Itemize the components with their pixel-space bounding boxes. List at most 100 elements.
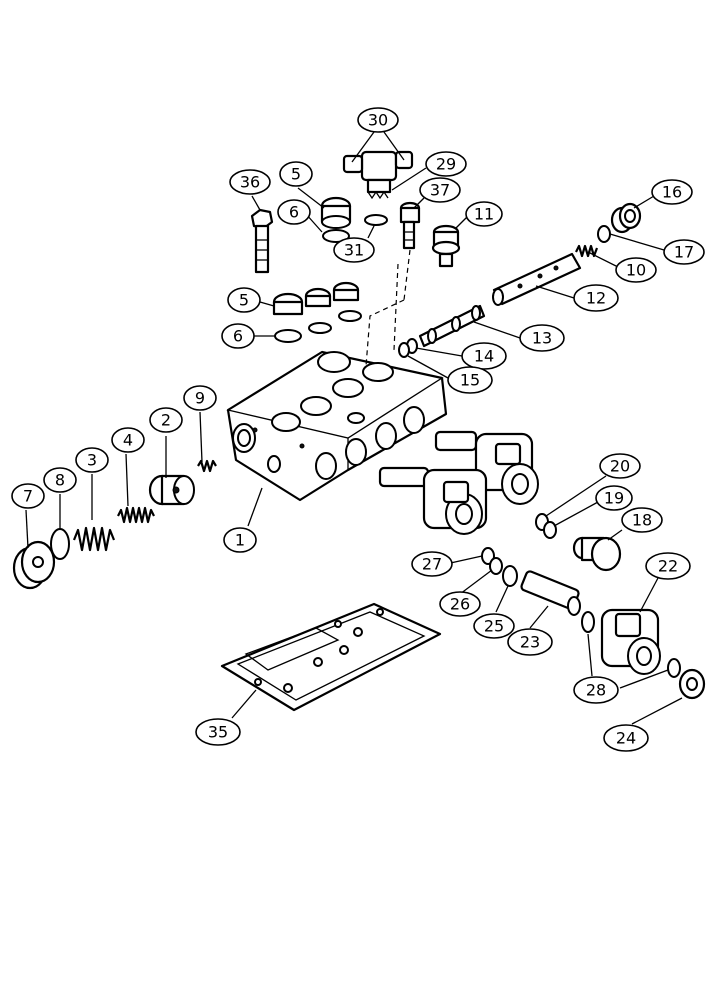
switch-11-part <box>431 224 461 268</box>
alignment-line <box>393 263 399 351</box>
callout-17: 17 <box>663 239 705 265</box>
svg-text:36: 36 <box>240 173 260 192</box>
callout-30: 30 <box>357 107 399 133</box>
callout-18: 18 <box>621 507 663 533</box>
spring-9-part <box>197 459 217 473</box>
sleeve-12-part <box>492 252 582 306</box>
svg-text:17: 17 <box>674 243 694 262</box>
valve-body-part <box>226 350 448 502</box>
bolt-36-part <box>250 208 274 274</box>
svg-text:10: 10 <box>626 261 646 280</box>
sensor-30-part <box>342 150 414 200</box>
svg-text:14: 14 <box>474 347 494 366</box>
callout-6-lower: 6 <box>221 323 255 349</box>
alignment-line <box>365 299 405 367</box>
svg-text:35: 35 <box>208 723 228 742</box>
svg-text:24: 24 <box>616 729 636 748</box>
callout-24: 24 <box>603 724 649 752</box>
svg-text:5: 5 <box>239 291 249 310</box>
callout-9: 9 <box>183 385 217 411</box>
plug-18-part <box>572 536 622 572</box>
o-ring-6-top-part <box>322 229 350 243</box>
callout-35: 35 <box>195 718 241 746</box>
svg-text:23: 23 <box>520 633 540 652</box>
svg-text:25: 25 <box>484 617 504 636</box>
gasket-part <box>220 602 442 712</box>
svg-text:12: 12 <box>586 289 606 308</box>
callout-19: 19 <box>595 485 633 511</box>
callout-5-top: 5 <box>279 161 313 187</box>
svg-text:6: 6 <box>233 327 243 346</box>
callout-1: 1 <box>223 527 257 553</box>
svg-text:13: 13 <box>532 329 552 348</box>
plug-5-top-part <box>320 196 352 229</box>
svg-text:4: 4 <box>123 431 133 450</box>
callout-11: 11 <box>465 201 503 227</box>
bolt-37-part <box>399 201 421 250</box>
callout-23: 23 <box>507 628 553 656</box>
callout-14: 14 <box>461 342 507 370</box>
o-ring-31-part <box>364 214 388 226</box>
plug-16-part <box>610 202 642 234</box>
svg-text:31: 31 <box>344 241 364 260</box>
alignment-line <box>403 249 411 301</box>
callout-12: 12 <box>573 284 619 312</box>
svg-text:6: 6 <box>289 203 299 222</box>
svg-text:18: 18 <box>632 511 652 530</box>
callout-36: 36 <box>229 169 271 195</box>
svg-text:1: 1 <box>235 531 245 550</box>
o-ring-8-part <box>50 528 70 560</box>
callout-4: 4 <box>111 427 145 453</box>
nut-24-part <box>678 668 706 700</box>
callout-31: 31 <box>333 237 375 263</box>
solenoid-upper-part <box>434 430 539 505</box>
svg-text:16: 16 <box>662 183 682 202</box>
solenoid-lower-part <box>378 466 488 535</box>
callout-16: 16 <box>651 179 693 205</box>
spool-13-part <box>418 304 486 348</box>
callout-20: 20 <box>599 453 641 479</box>
callout-8: 8 <box>43 467 77 493</box>
ring-25-part <box>502 565 518 587</box>
svg-text:26: 26 <box>450 595 470 614</box>
svg-text:20: 20 <box>610 457 630 476</box>
svg-text:5: 5 <box>291 165 301 184</box>
coil-22-part <box>600 608 661 675</box>
o-rings-6-lower-part <box>274 310 362 343</box>
callout-26: 26 <box>439 591 481 617</box>
callout-15: 15 <box>447 366 493 394</box>
plugs-5-lower-part <box>272 281 360 316</box>
callout-3: 3 <box>75 447 109 473</box>
svg-text:7: 7 <box>23 487 33 506</box>
ring-15-part <box>398 342 410 358</box>
svg-text:3: 3 <box>87 451 97 470</box>
svg-text:19: 19 <box>604 489 624 508</box>
callout-5-lower: 5 <box>227 287 261 313</box>
svg-text:8: 8 <box>55 471 65 490</box>
ring-28-part <box>581 611 681 678</box>
callout-27: 27 <box>411 551 453 577</box>
ring-19-part <box>543 521 557 539</box>
svg-text:29: 29 <box>436 155 456 174</box>
svg-text:30: 30 <box>368 111 388 130</box>
svg-text:2: 2 <box>161 411 171 430</box>
svg-text:9: 9 <box>195 389 205 408</box>
callout-6-top: 6 <box>277 199 311 225</box>
svg-text:37: 37 <box>430 181 450 200</box>
plug-7-part <box>12 540 56 590</box>
callout-13: 13 <box>519 324 565 352</box>
callout-7: 7 <box>11 483 45 509</box>
callout-28: 28 <box>573 676 619 704</box>
callout-22: 22 <box>645 552 691 580</box>
ring-17-part <box>597 225 611 243</box>
spring-4-part <box>117 506 155 524</box>
svg-text:22: 22 <box>658 557 678 576</box>
callout-2: 2 <box>149 407 183 433</box>
callout-29: 29 <box>425 151 467 177</box>
callout-25: 25 <box>473 613 515 639</box>
spring-3-part <box>72 526 116 552</box>
svg-text:28: 28 <box>586 681 606 700</box>
callout-10: 10 <box>615 257 657 283</box>
svg-text:27: 27 <box>422 555 442 574</box>
